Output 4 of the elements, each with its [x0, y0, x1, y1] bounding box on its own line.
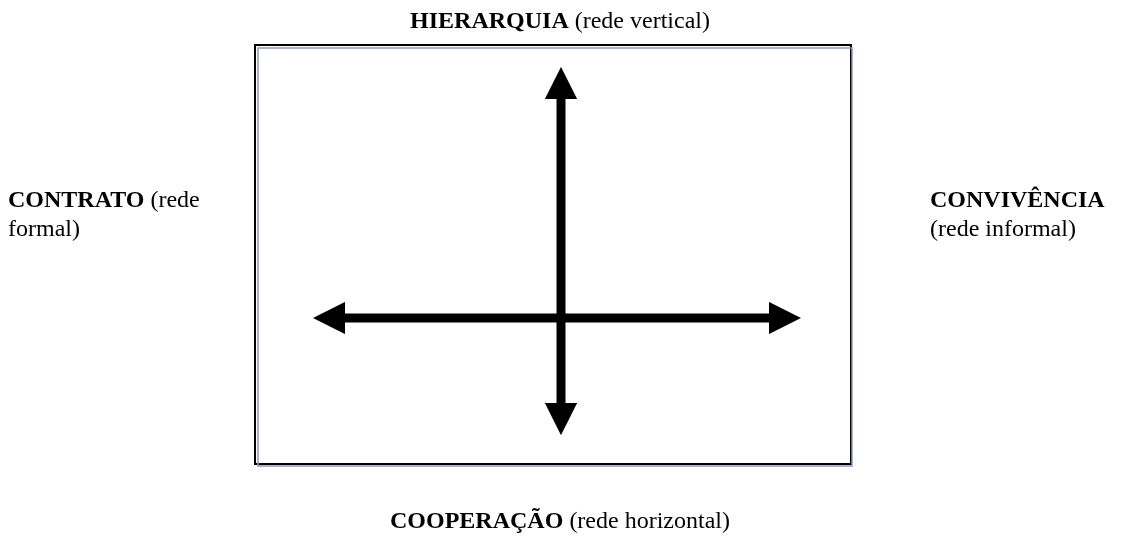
axis-label: CONTRATO (rede formal): [8, 186, 200, 241]
axis-label: COOPERAÇÃO (rede horizontal): [390, 507, 730, 533]
axis-label: HIERARQUIA (rede vertical): [410, 7, 710, 33]
axis-label: CONVIVÊNCIA (rede informal): [930, 186, 1105, 241]
